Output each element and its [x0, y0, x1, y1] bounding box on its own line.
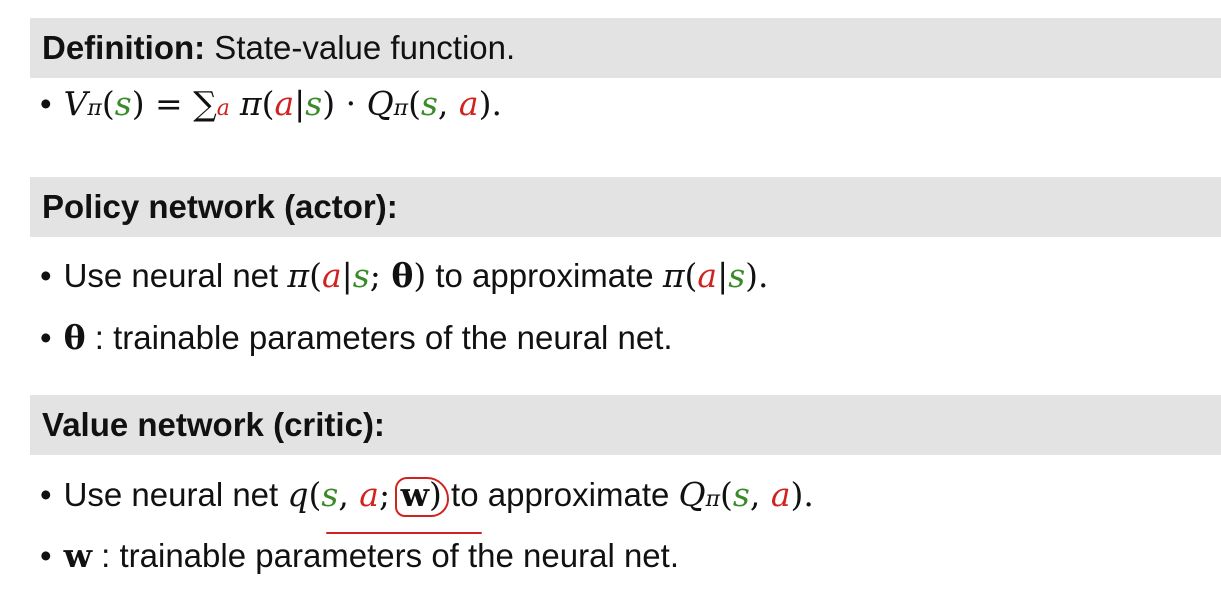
theta-symbol: θ [63, 318, 86, 357]
value-header: Value network (critic): [30, 395, 1221, 455]
action-a: a [458, 84, 479, 123]
bullet-dot: • [40, 319, 52, 356]
definition-title: State-value function. [205, 29, 516, 66]
value-text-pre: Use neural net [63, 476, 288, 513]
definition-label: Definition: [42, 29, 206, 66]
state-s: s [305, 84, 323, 123]
value-params-text: : trainable parameters of the neural net… [91, 537, 679, 574]
red-underline-annotation [326, 532, 482, 534]
paren: ) [322, 84, 336, 123]
paren: ( [684, 256, 698, 295]
theta-symbol: θ [391, 256, 414, 295]
policy-bullet-1: • Use neural net π(a|s; θ) to approximat… [40, 256, 769, 295]
comma: , [437, 84, 459, 123]
q-subscript: π [705, 487, 721, 512]
action-a: a [697, 256, 718, 295]
bar: | [717, 256, 729, 295]
value-bullet-1: • Use neural net q(s, a; w) to approxima… [40, 475, 814, 517]
paren: ( [408, 84, 421, 123]
close-paren-period: ). [745, 256, 769, 295]
state-s: s [114, 84, 132, 123]
pi-symbol: π [287, 256, 310, 295]
dot-operator: · [335, 84, 367, 123]
semicolon: ; [369, 256, 392, 295]
comma: , [338, 475, 360, 514]
w-annotated: w [394, 475, 449, 517]
paren: ( [308, 475, 322, 514]
bullet-dot: • [40, 257, 52, 294]
action-a: a [359, 475, 379, 514]
value-title: Value network (critic): [42, 406, 385, 443]
semicolon: ; [378, 475, 401, 514]
equals: = [144, 84, 194, 123]
policy-bullet-2: • θ : trainable parameters of the neural… [40, 318, 673, 357]
policy-params-text: : trainable parameters of the neural net… [85, 319, 673, 356]
policy-title: Policy network (actor): [42, 188, 398, 225]
definition-header: Definition: State-value function. [30, 18, 1221, 78]
v-subscript: π [87, 96, 102, 121]
bar: | [294, 84, 306, 123]
state-s: s [352, 256, 370, 295]
policy-text-mid: to approximate [426, 257, 663, 294]
q-symbol: q [287, 475, 309, 514]
action-a: a [274, 84, 295, 123]
bullet-dot: • [40, 85, 52, 122]
v-symbol: V [63, 84, 88, 123]
paren: ( [720, 475, 733, 514]
close-paren-period: ). [790, 475, 814, 514]
state-s: s [728, 256, 746, 295]
policy-text-pre: Use neural net [63, 257, 288, 294]
pi-symbol: π [239, 84, 262, 123]
policy-header: Policy network (actor): [30, 177, 1221, 237]
close-paren-period: ). [478, 84, 502, 123]
paren: ( [101, 84, 115, 123]
value-bullet-2: • w : trainable parameters of the neural… [40, 536, 679, 575]
action-a: a [770, 475, 791, 514]
state-s: s [732, 475, 750, 514]
w-symbol: w [63, 536, 92, 575]
pi-symbol: π [662, 256, 685, 295]
paren: ( [309, 256, 322, 295]
w-symbol: w [400, 475, 430, 514]
state-s: s [420, 84, 438, 123]
bullet-dot: • [40, 537, 52, 574]
paren: ) [413, 256, 427, 295]
sum-subscript: a [216, 96, 230, 121]
bullet-dot: • [40, 476, 52, 513]
state-s: s [321, 475, 339, 514]
sum-symbol: ∑ [193, 84, 217, 123]
value-text-mid: to approximate [441, 476, 679, 513]
comma: , [749, 475, 771, 514]
paren: ) [131, 84, 145, 123]
q-subscript: π [393, 96, 409, 121]
bar: | [341, 256, 353, 295]
q-symbol: Q [366, 84, 394, 123]
action-a: a [321, 256, 342, 295]
paren: ( [261, 84, 275, 123]
paren: ) [429, 475, 442, 514]
q-symbol: Q [678, 475, 706, 514]
